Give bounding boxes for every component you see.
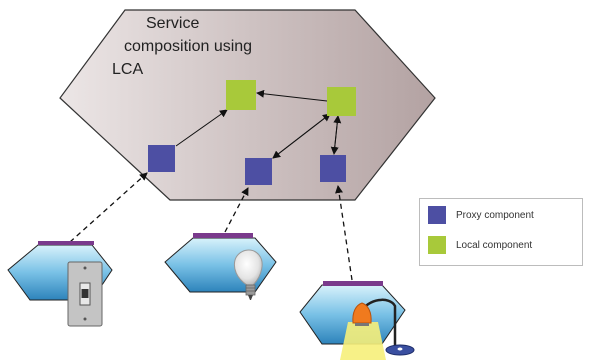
light-switch-icon [67,261,103,327]
device-bulb [164,233,277,300]
arrow-proxy2-to-local2 [272,113,331,159]
proxy-component-1 [148,145,175,172]
legend-label-local: Local component [456,239,533,251]
dashed-arrow-switch [69,172,148,243]
local-component-1 [226,80,256,110]
title-line-2: composition using [124,38,252,55]
proxy-component-2 [245,158,272,185]
title-line-1: Service [146,15,199,32]
dashed-arrow-lamp [335,185,353,281]
device-switch [7,241,113,327]
device-lamp [299,281,415,360]
legend-item-proxy: Proxy component [428,205,534,225]
legend-label-proxy: Proxy component [456,209,534,221]
component-arrows [175,89,342,159]
local-swatch [428,236,446,254]
device-links [69,172,353,281]
legend: Proxy component Local component [419,198,583,266]
local-component-2 [327,87,356,116]
service-title: Service composition using LCA [112,15,257,78]
proxy-swatch [428,206,446,224]
arrow-local2-to-local1 [256,89,328,102]
proxy-component-3 [320,155,346,182]
legend-item-local: Local component [428,235,532,255]
light-bulb-icon [233,249,263,300]
desk-lamp-icon [340,298,415,360]
arrow-proxy1-to-local1 [175,109,228,147]
title-line-3: LCA [112,61,143,78]
arrow-proxy3-to-local2 [333,115,342,155]
